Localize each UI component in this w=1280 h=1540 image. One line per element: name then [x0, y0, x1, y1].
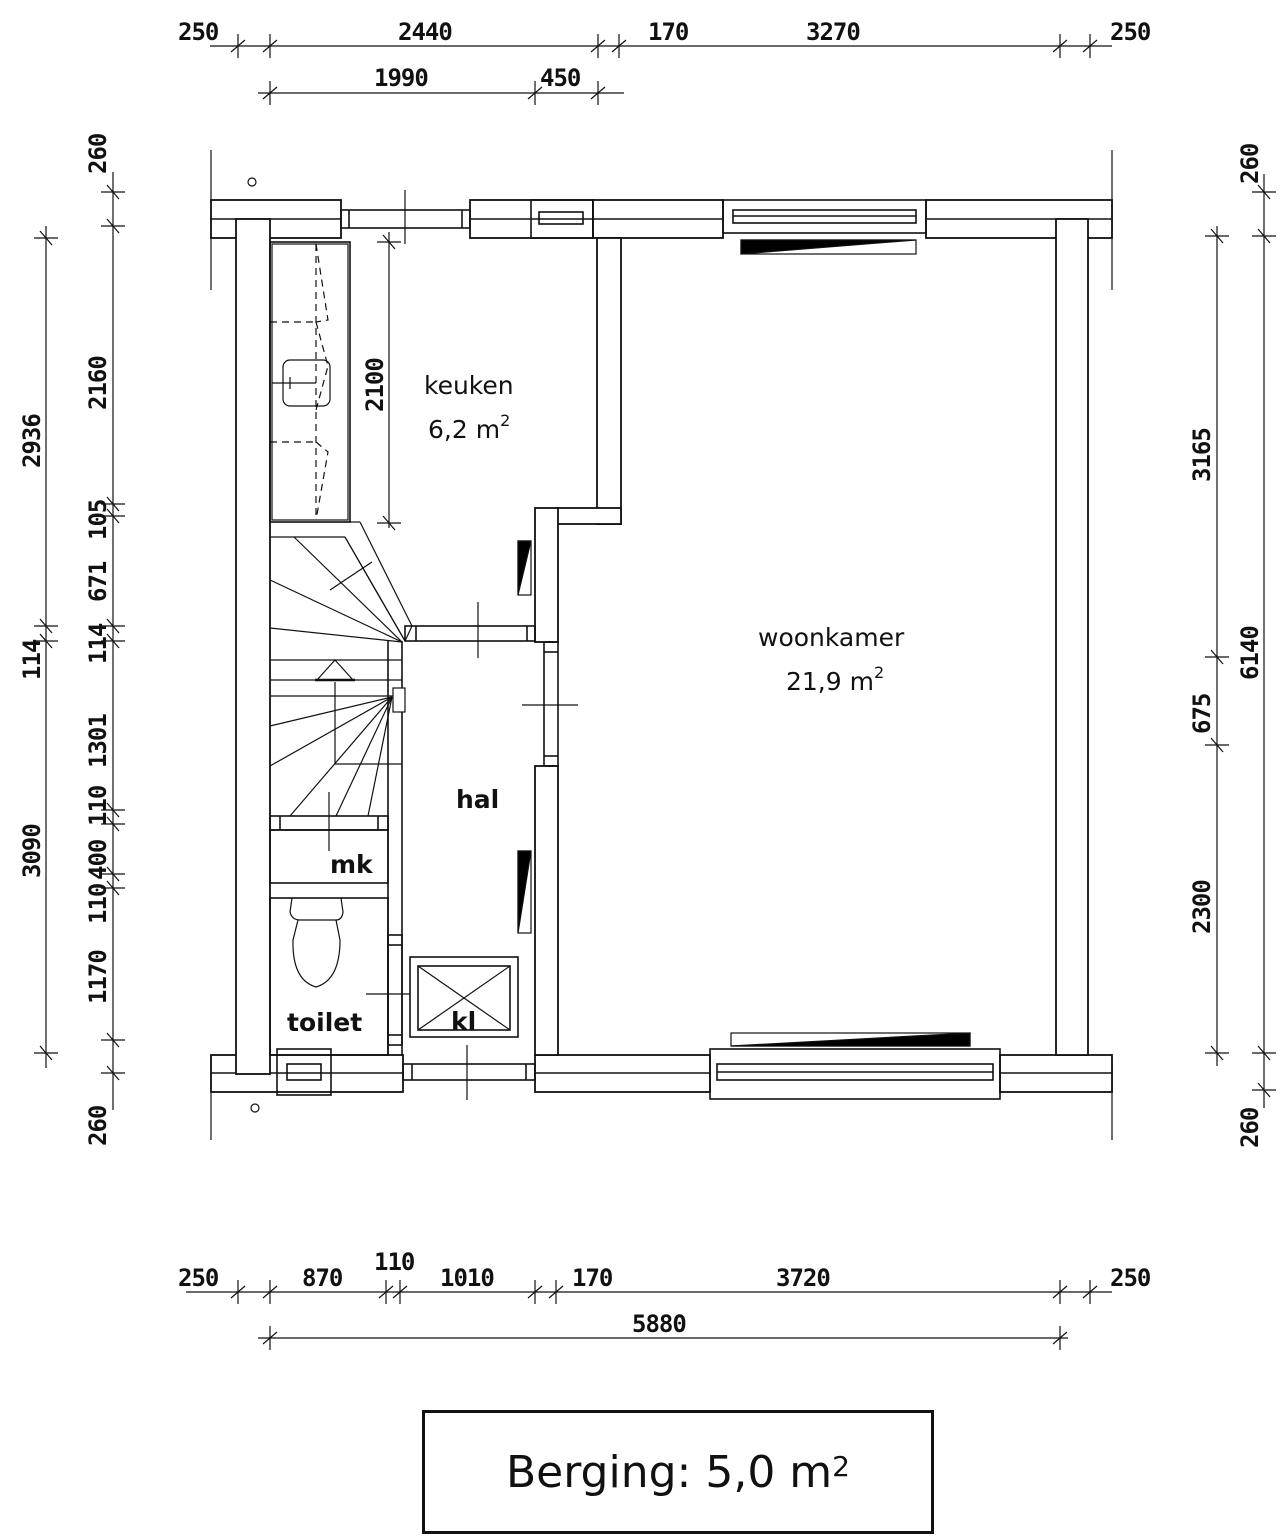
dim-right-6140: 6140 [1236, 626, 1264, 680]
dim-left-260-bottom: 260 [84, 1105, 112, 1146]
dim-bottom-110: 110 [374, 1248, 415, 1276]
dim-left-3090: 3090 [18, 824, 46, 878]
marker-circle-top [247, 177, 257, 187]
dim-left-671: 671 [84, 561, 112, 602]
right-dimension-chains: 3165 675 2300 260 6140 260 [1188, 143, 1276, 1148]
dim-left-110-b: 110 [84, 883, 112, 924]
extension-lines [210, 150, 1113, 1140]
window-opening-indicators [517, 239, 971, 1047]
dim-right-3165: 3165 [1188, 428, 1216, 482]
closet-box [409, 956, 519, 1038]
dim-left-1301: 1301 [84, 714, 112, 768]
dim-bottom-3720: 3720 [776, 1264, 830, 1292]
dim-left-1170: 1170 [84, 950, 112, 1004]
room-area-woonkamer: 21,9 m2 [786, 663, 884, 696]
dim-right-2300: 2300 [1188, 880, 1216, 934]
dim-top-450: 450 [540, 64, 581, 92]
room-area-keuken: 6,2 m2 [428, 411, 510, 444]
dim-left-105: 105 [84, 500, 112, 540]
dim-top-3270: 3270 [806, 18, 860, 46]
room-label-woonkamer: woonkamer [758, 623, 905, 652]
dim-kitchen-counter-2100: 2100 [361, 358, 389, 412]
top-dimension-chain: 250 2440 170 3270 250 1990 450 [178, 18, 1152, 105]
dim-right-260-top: 260 [1236, 143, 1264, 184]
berging-label: Berging: 5,0 m [505, 1446, 833, 1498]
dim-left-110-a: 110 [84, 785, 112, 826]
marker-circle-bottom [250, 1103, 260, 1113]
room-label-toilet: toilet [287, 1008, 362, 1037]
dim-left-400: 400 [84, 839, 112, 880]
staircase [269, 521, 413, 817]
room-label-kl: kl [451, 1007, 476, 1036]
dim-bottom-5880: 5880 [632, 1310, 686, 1338]
room-label-hal: hal [456, 785, 499, 814]
dim-top-2440: 2440 [398, 18, 452, 46]
room-label-mk: mk [330, 850, 374, 879]
dim-bottom-870: 870 [302, 1264, 343, 1292]
exterior-walls [210, 199, 1113, 1093]
dim-left-114-inner: 114 [84, 623, 112, 664]
dim-top-1990: 1990 [374, 64, 428, 92]
dim-bottom-250-right: 250 [1110, 1264, 1151, 1292]
dim-right-260-bottom: 260 [1236, 1107, 1264, 1148]
dim-top-170: 170 [648, 18, 689, 46]
dim-right-675: 675 [1188, 694, 1216, 734]
facade-openings [276, 190, 1001, 1100]
room-label-keuken: keuken [424, 371, 514, 400]
dim-bottom-250-left: 250 [178, 1264, 219, 1292]
dim-top-250-right: 250 [1110, 18, 1151, 46]
dim-left-2160: 2160 [84, 356, 112, 410]
dim-left-260-top: 260 [84, 133, 112, 174]
berging-label-sup: 2 [832, 1449, 850, 1483]
interior-walls [269, 237, 622, 1056]
dim-top-250-left: 250 [178, 18, 219, 46]
dim-bottom-1010: 1010 [440, 1264, 494, 1292]
dim-bottom-170: 170 [572, 1264, 613, 1292]
dim-left-2936: 2936 [18, 414, 46, 468]
dim-left-114-outer: 114 [18, 639, 46, 680]
toilet-bowl-icon [289, 897, 344, 988]
left-dimension-chains: 2936 114 3090 260 2160 105 671 114 1301 … [18, 133, 125, 1146]
kitchen-counter: 2100 [269, 232, 401, 531]
room-labels: keuken 6,2 m2 woonkamer 21,9 m2 hal mk t… [287, 371, 905, 1037]
bottom-dimension-chain: 250 870 110 1010 170 3720 250 5880 [178, 1248, 1152, 1350]
